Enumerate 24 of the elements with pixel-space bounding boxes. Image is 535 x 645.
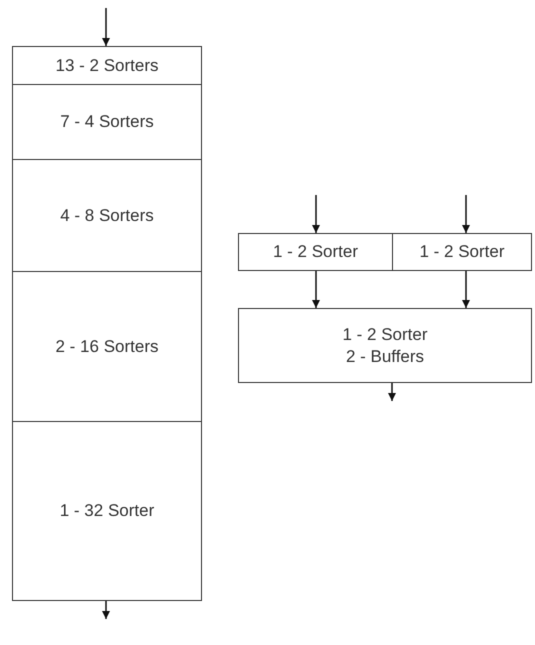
sorter-box xyxy=(12,84,202,160)
node-label: 13 - 2 Sorters xyxy=(56,54,158,76)
node-label: 1 - 32 Sorter xyxy=(60,500,154,522)
node-label: 4 - 8 Sorters xyxy=(60,204,154,226)
arrow xyxy=(102,8,110,46)
node-label: 1 - 2 Sorter xyxy=(272,241,358,263)
node-label: 1 - 2 Sorter xyxy=(419,241,505,263)
node-label: 2 - 16 Sorters xyxy=(56,336,158,358)
arrow xyxy=(462,271,470,308)
sorter-box xyxy=(238,308,532,383)
node-label: 1 - 2 Sorter xyxy=(342,324,428,346)
arrow xyxy=(102,601,110,619)
sorter-box xyxy=(12,159,202,272)
sorter-box xyxy=(12,271,202,422)
arrow xyxy=(312,195,320,233)
node-label: 2 - Buffers xyxy=(346,346,424,368)
sorter-box xyxy=(392,233,532,271)
arrow xyxy=(388,383,396,401)
sorter-box xyxy=(12,46,202,85)
sorter-box xyxy=(12,421,202,601)
node-label: 7 - 4 Sorters xyxy=(60,111,154,133)
arrow xyxy=(462,195,470,233)
sorter-box xyxy=(238,233,393,271)
arrow xyxy=(312,271,320,308)
